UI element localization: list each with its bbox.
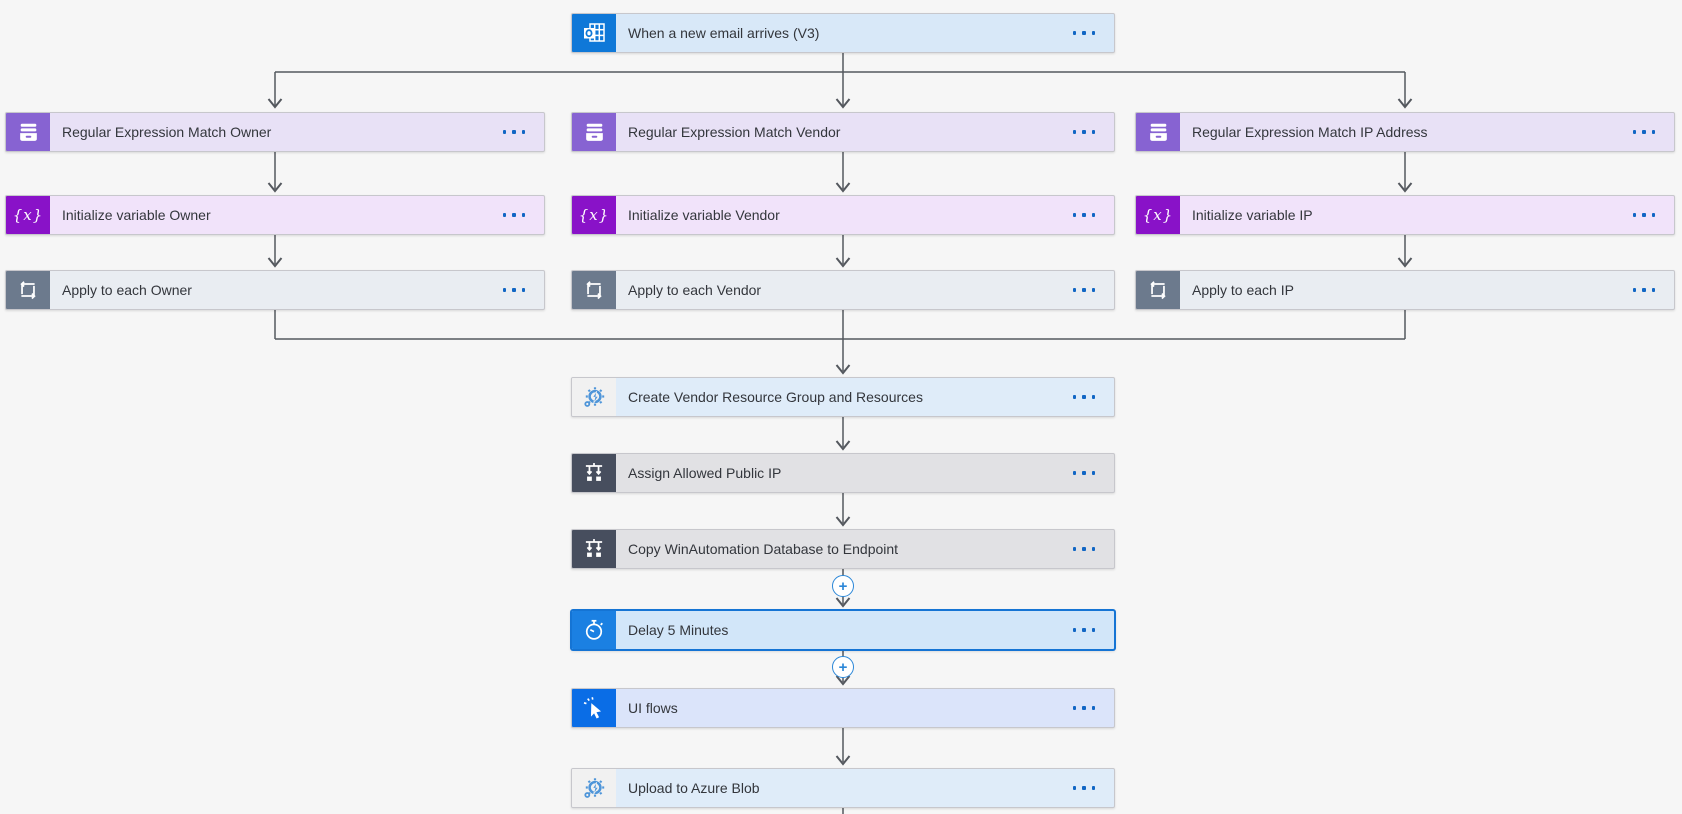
ellipsis-menu-button[interactable] — [1054, 769, 1115, 807]
archive-box-icon — [6, 113, 50, 151]
action-card-initialize-variable-owner[interactable]: {x} Initialize variable Owner — [5, 195, 545, 235]
ellipsis-menu-button[interactable] — [1054, 378, 1115, 416]
action-card-apply-to-each-vendor[interactable]: Apply to each Vendor — [571, 270, 1115, 310]
action-card-title: UI flows — [628, 700, 678, 716]
action-card-title: Regular Expression Match Owner — [62, 124, 272, 140]
deploy-icon — [572, 530, 616, 568]
action-card-title: Assign Allowed Public IP — [628, 465, 782, 481]
foreach-loop-icon — [6, 271, 50, 309]
foreach-loop-icon — [572, 271, 616, 309]
action-card-initialize-variable-vendor[interactable]: {x} Initialize variable Vendor — [571, 195, 1115, 235]
action-card-copy-winautomation-database[interactable]: Copy WinAutomation Database to Endpoint — [571, 529, 1115, 569]
action-card-title: Delay 5 Minutes — [628, 622, 729, 638]
action-card-title: Apply to each IP — [1192, 282, 1294, 298]
foreach-loop-icon — [1136, 271, 1180, 309]
ellipsis-menu-button[interactable] — [1054, 271, 1115, 309]
action-card-upload-to-azure-blob[interactable]: Upload to Azure Blob — [571, 768, 1115, 808]
action-card-apply-to-each-ip[interactable]: Apply to each IP — [1135, 270, 1675, 310]
ellipsis-menu-button[interactable] — [1614, 113, 1675, 151]
action-card-delay-5-minutes[interactable]: Delay 5 Minutes — [571, 610, 1115, 650]
action-card-create-vendor-resource-group[interactable]: Create Vendor Resource Group and Resourc… — [571, 377, 1115, 417]
action-card-title: Initialize variable Vendor — [628, 207, 780, 223]
action-card-regex-match-owner[interactable]: Regular Expression Match Owner — [5, 112, 545, 152]
ellipsis-menu-button[interactable] — [484, 196, 545, 234]
ellipsis-menu-button[interactable] — [1054, 611, 1115, 649]
archive-box-icon — [1136, 113, 1180, 151]
action-card-regex-match-ip-address[interactable]: Regular Expression Match IP Address — [1135, 112, 1675, 152]
outlook-icon — [572, 14, 616, 52]
action-card-title: Apply to each Vendor — [628, 282, 762, 298]
variable-icon: {x} — [572, 196, 616, 234]
archive-box-icon — [572, 113, 616, 151]
variable-icon: {x} — [1136, 196, 1180, 234]
ellipsis-menu-button[interactable] — [1054, 196, 1115, 234]
ellipsis-menu-button[interactable] — [1054, 113, 1115, 151]
action-card-title: Regular Expression Match IP Address — [1192, 124, 1428, 140]
ellipsis-menu-button[interactable] — [1054, 689, 1115, 727]
ellipsis-menu-button[interactable] — [1054, 454, 1115, 492]
action-card-title: Initialize variable Owner — [62, 207, 211, 223]
action-card-when-a-new-email-arrives[interactable]: When a new email arrives (V3) — [571, 13, 1115, 53]
action-card-title: Apply to each Owner — [62, 282, 192, 298]
ellipsis-menu-button[interactable] — [1614, 271, 1675, 309]
action-card-regex-match-vendor[interactable]: Regular Expression Match Vendor — [571, 112, 1115, 152]
ellipsis-menu-button[interactable] — [484, 271, 545, 309]
insert-step-button[interactable]: + — [832, 656, 854, 678]
deploy-icon — [572, 454, 616, 492]
ellipsis-menu-button[interactable] — [1054, 14, 1115, 52]
automation-gear-icon — [572, 769, 616, 807]
action-card-title: Regular Expression Match Vendor — [628, 124, 841, 140]
action-card-title: Upload to Azure Blob — [628, 780, 760, 796]
automation-gear-icon — [572, 378, 616, 416]
action-card-title: Create Vendor Resource Group and Resourc… — [628, 389, 923, 405]
cursor-icon — [572, 689, 616, 727]
variable-icon: {x} — [6, 196, 50, 234]
action-card-initialize-variable-ip[interactable]: {x} Initialize variable IP — [1135, 195, 1675, 235]
stopwatch-icon — [572, 611, 616, 649]
action-card-title: When a new email arrives (V3) — [628, 25, 820, 41]
ellipsis-menu-button[interactable] — [484, 113, 545, 151]
ellipsis-menu-button[interactable] — [1614, 196, 1675, 234]
insert-step-button[interactable]: + — [832, 575, 854, 597]
ellipsis-menu-button[interactable] — [1054, 530, 1115, 568]
action-card-apply-to-each-owner[interactable]: Apply to each Owner — [5, 270, 545, 310]
action-card-title: Copy WinAutomation Database to Endpoint — [628, 541, 899, 557]
action-card-ui-flows[interactable]: UI flows — [571, 688, 1115, 728]
action-card-assign-allowed-public-ip[interactable]: Assign Allowed Public IP — [571, 453, 1115, 493]
action-card-title: Initialize variable IP — [1192, 207, 1313, 223]
